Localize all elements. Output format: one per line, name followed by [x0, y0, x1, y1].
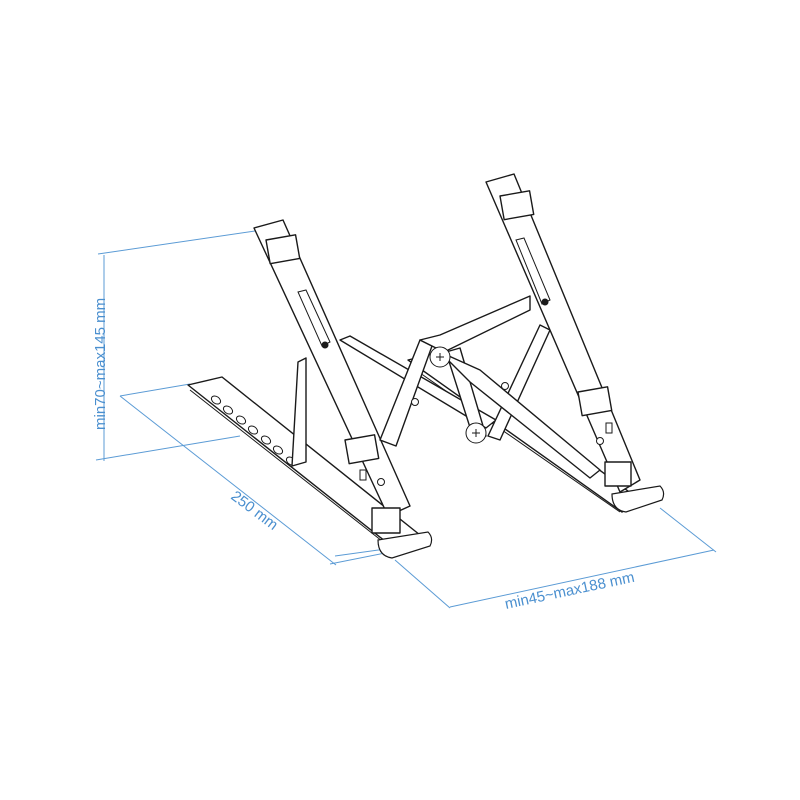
height-dimension: [95, 229, 263, 461]
scissor-arms: [339, 295, 601, 479]
left-rail: [253, 219, 411, 517]
right-rail: [485, 173, 641, 493]
width-dimension: [334, 507, 717, 609]
right-front-foot: [604, 461, 665, 513]
left-front-foot: [371, 507, 433, 559]
length-dimension: [119, 383, 391, 566]
length-label: 250 mm: [228, 488, 282, 534]
hinge-screws: [411, 346, 509, 444]
height-label: min70~max145 mm: [92, 298, 109, 430]
left-base: [187, 376, 421, 554]
support-leg: [291, 357, 307, 467]
